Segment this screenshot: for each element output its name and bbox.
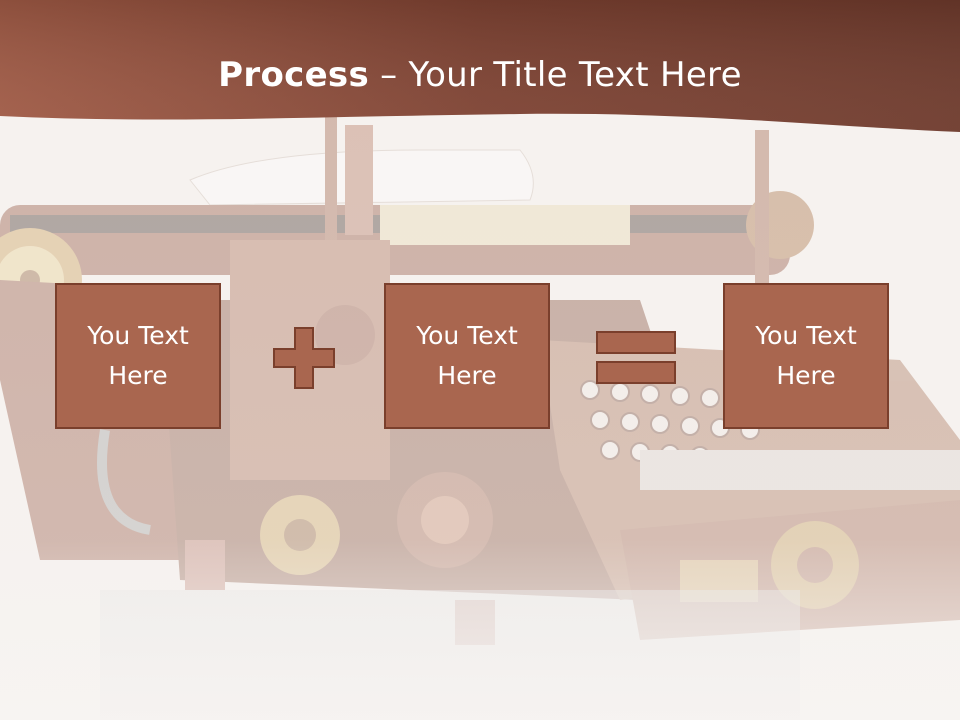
process-box-2-text: You Text Here xyxy=(416,321,518,390)
title-rest: – Your Title Text Here xyxy=(369,55,742,95)
title-bold: Process xyxy=(218,55,370,95)
process-box-3[interactable]: You Text Here xyxy=(723,283,889,429)
equals-icon xyxy=(596,331,676,384)
process-box-3-text: You Text Here xyxy=(755,321,857,390)
slide-title: Process – Your Title Text Here xyxy=(0,52,960,98)
plus-icon xyxy=(273,327,335,389)
header-banner xyxy=(0,0,960,132)
process-box-1[interactable]: You Text Here xyxy=(55,283,221,429)
process-box-1-text: You Text Here xyxy=(87,321,189,390)
process-box-2[interactable]: You Text Here xyxy=(384,283,550,429)
